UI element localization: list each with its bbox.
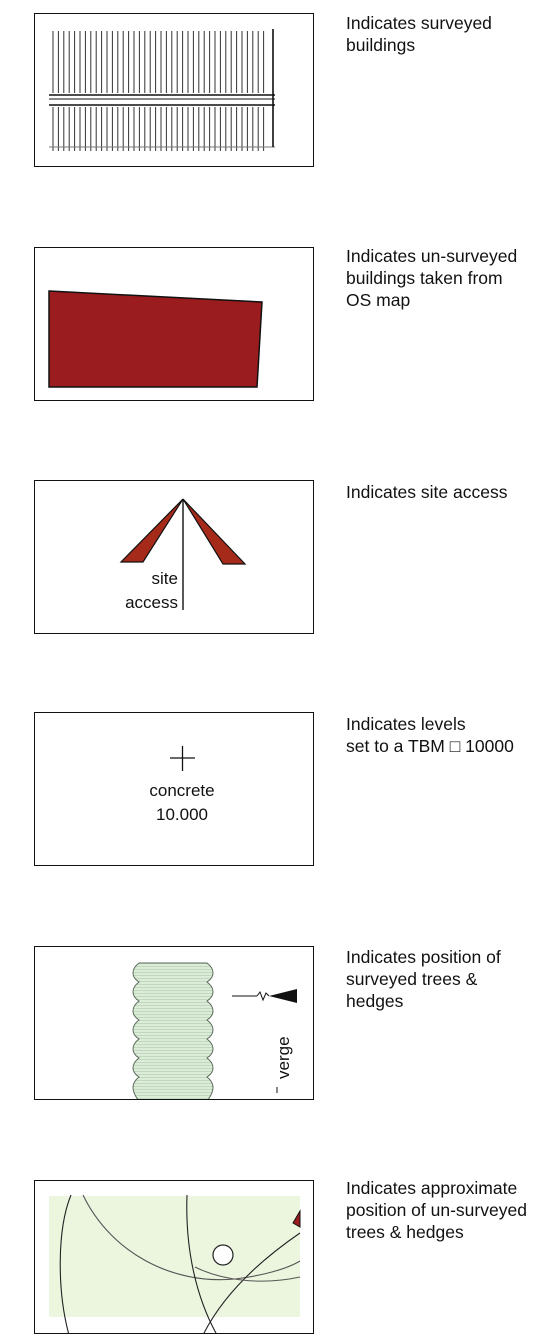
unsurveyed-building-polygon-icon xyxy=(48,290,263,388)
site-access-arrow-icon: site access xyxy=(119,498,247,612)
site-access-label-access: access xyxy=(125,593,178,612)
symbol-box-surveyed-trees: verge xyxy=(34,946,314,1100)
level-value-label: 10.000 xyxy=(156,805,208,824)
symbol-box-site-access: site access xyxy=(34,480,314,634)
surveyed-building-hatch-icon xyxy=(49,29,275,151)
symbol-box-surveyed-buildings xyxy=(34,13,314,167)
level-material-label: concrete xyxy=(149,781,214,800)
surveyed-hedge-icon: verge xyxy=(132,962,297,1099)
symbol-box-unsurveyed-buildings xyxy=(34,247,314,401)
description-surveyed-buildings: Indicates surveyed buildings xyxy=(346,13,492,55)
description-surveyed-trees: Indicates position of surveyed trees & h… xyxy=(346,947,501,1011)
description-unsurveyed-trees: Indicates approximate position of un-sur… xyxy=(346,1178,527,1242)
level-cross-icon: concrete 10.000 xyxy=(149,746,215,824)
unsurveyed-tree-icon xyxy=(49,1194,301,1333)
description-levels: Indicates levels set to a TBM □ 10000 xyxy=(346,714,514,756)
description-site-access: Indicates site access xyxy=(346,482,508,502)
symbol-box-unsurveyed-trees xyxy=(34,1180,314,1334)
symbol-box-levels: concrete 10.000 xyxy=(34,712,314,866)
verge-label: verge xyxy=(274,1036,293,1079)
site-access-label-site: site xyxy=(152,569,178,588)
description-unsurveyed-buildings: Indicates un-surveyed buildings taken fr… xyxy=(346,246,518,310)
